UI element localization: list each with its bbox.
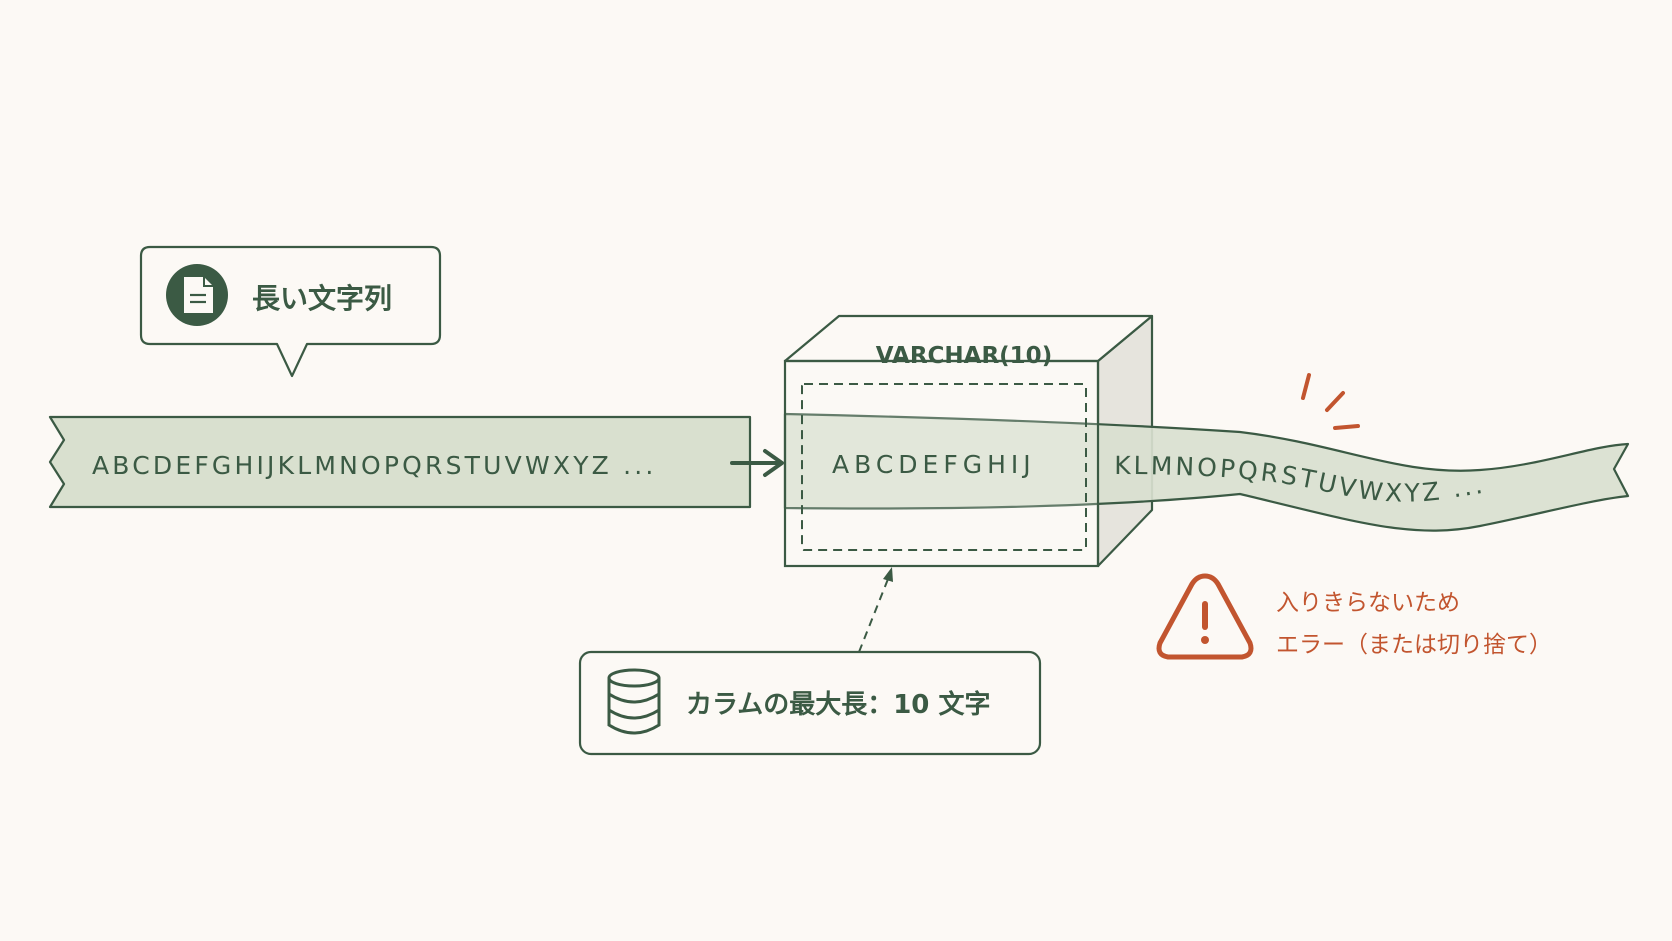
stored-text: ABCDEFGHIJ: [832, 450, 1036, 479]
document-icon: [166, 264, 228, 326]
column-length-label: カラムの最大長：10 文字: [686, 689, 990, 720]
capacity-dashed-frame: [801, 383, 1087, 551]
warning-icon: [1156, 573, 1254, 660]
varchar-title: VARCHAR(10): [876, 343, 1052, 369]
input-tape: ABCDEFGHIJKLMNOPQRSTUVWXYZ ...: [48, 415, 752, 509]
input-string: ABCDEFGHIJKLMNOPQRSTUVWXYZ ...: [92, 451, 657, 480]
warning-line2: エラー（または切り捨て）: [1276, 632, 1552, 658]
overflow-tape: KLMNOPQRSTUVWXYZ ...: [783, 412, 1630, 532]
burst-marks-icon: [1301, 373, 1360, 430]
warning-group: 入りきらないため エラー（または切り捨て）: [1156, 573, 1552, 660]
input-label: 長い文字列: [252, 282, 392, 315]
column-length-callout: カラムの最大長：10 文字: [578, 650, 1042, 756]
varchar-box: VARCHAR(10) ABCDEFGHIJ: [783, 343, 1100, 568]
arrow-right-icon: [730, 449, 784, 477]
dashed-pointer: [858, 567, 893, 653]
warning-line1: 入りきらないため: [1276, 590, 1460, 616]
database-icon: [607, 668, 661, 735]
input-callout: 長い文字列: [139, 245, 442, 378]
